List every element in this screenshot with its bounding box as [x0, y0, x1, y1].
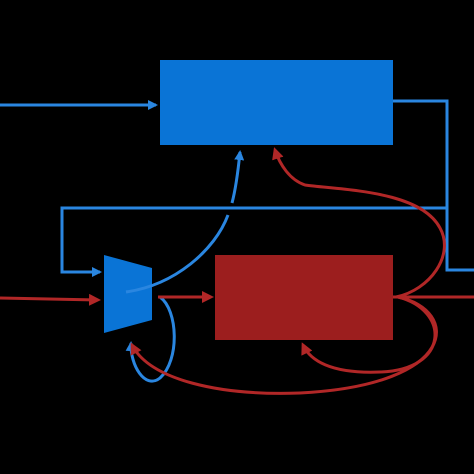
top-block [160, 60, 393, 145]
red-input-line [0, 293, 101, 306]
bottom-block [215, 255, 393, 340]
blue-output-line [393, 99, 474, 272]
mux-to-top-block-line [125, 214, 230, 294]
mux-to-top-block-arrow [230, 150, 245, 204]
blue-feedback-bus [60, 206, 447, 277]
red-feedback-to-bottom-block [301, 295, 437, 374]
mux-loop-line [125, 295, 176, 383]
red-feedback-to-top-block [272, 147, 446, 299]
red-feedback-to-mux [130, 295, 438, 395]
multiplexer [104, 255, 152, 333]
